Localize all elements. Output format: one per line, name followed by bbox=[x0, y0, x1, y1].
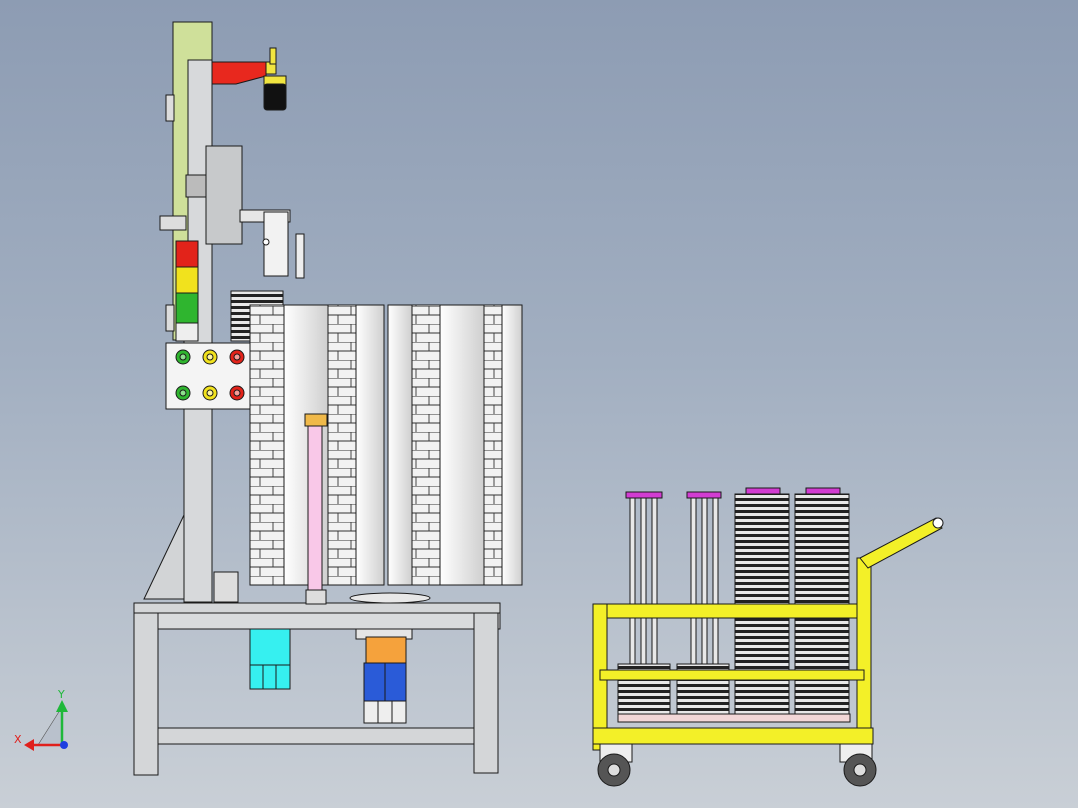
cart-frame bbox=[592, 517, 944, 751]
y-axis-label: Y bbox=[57, 688, 65, 701]
button-row-1 bbox=[175, 349, 245, 365]
orange-blue-cylinder bbox=[355, 628, 413, 724]
bobbin-columns bbox=[249, 304, 523, 586]
winding-machine[interactable] bbox=[133, 21, 523, 776]
work-table bbox=[133, 602, 501, 776]
control-panel[interactable] bbox=[165, 342, 255, 410]
red-arm bbox=[211, 47, 287, 111]
transfer-cart[interactable] bbox=[592, 487, 944, 787]
x-axis-label: X bbox=[14, 733, 22, 746]
signal-tower bbox=[175, 240, 199, 342]
z-axis-dot bbox=[60, 741, 68, 749]
cyan-cylinder bbox=[249, 628, 291, 690]
caster-wheels bbox=[597, 743, 877, 787]
tray-pins bbox=[625, 491, 722, 669]
servo-housing bbox=[159, 145, 305, 279]
guide-rod bbox=[213, 413, 431, 605]
button-row-2 bbox=[175, 385, 245, 401]
axis-triad: Y X bbox=[14, 688, 68, 751]
